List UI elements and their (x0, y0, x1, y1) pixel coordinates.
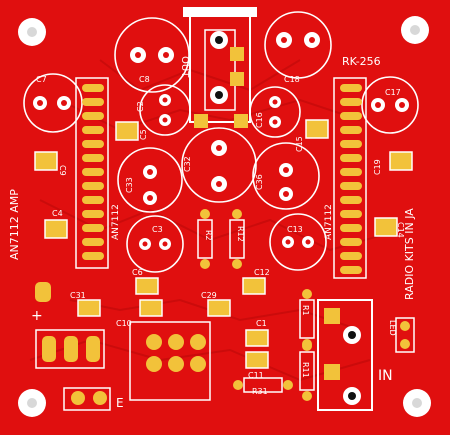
power-header (35, 329, 105, 369)
label-amp-title: AN7112 AMP (8, 189, 21, 260)
resistors (197, 219, 315, 393)
label-ic-right: AN7112 (324, 204, 334, 240)
designator-c11: C11 (248, 371, 264, 380)
film-caps (34, 119, 413, 369)
e-jumper (63, 387, 111, 411)
designator-c8: C8 (139, 75, 150, 84)
designator-r1: R1 (301, 305, 310, 316)
designator-c3: C3 (152, 225, 163, 234)
label-model: RK-256 (342, 55, 381, 68)
designator-c16: C16 (255, 112, 264, 128)
label-ic-left: AN7112 (111, 204, 121, 240)
designator-r2: R2 (204, 230, 213, 241)
led-footprint (395, 317, 415, 353)
resistor-pads (200, 209, 312, 401)
mounting-holes (18, 16, 431, 417)
svg-text:+: + (31, 308, 43, 324)
polarity-marker: + (31, 282, 51, 324)
designator-c29: C29 (201, 291, 217, 300)
designator-c15: C15 (295, 136, 304, 152)
label-in: IN (378, 368, 393, 384)
designator-r12: R12 (236, 226, 245, 242)
designator-c13: C13 (287, 225, 303, 234)
label-led: LED (388, 320, 397, 336)
electrolytic-pads (33, 32, 409, 250)
ic-right (333, 77, 367, 279)
input-jack (317, 299, 373, 411)
designator-c1: C1 (256, 319, 267, 328)
designator-c6: C6 (132, 268, 143, 277)
designator-c2: C2 (136, 101, 145, 112)
ic-left (75, 77, 109, 269)
vol-pot (129, 321, 211, 401)
designator-c10: C10 (116, 319, 132, 328)
designator-c32: C32 (183, 156, 192, 172)
designator-r11: R11 (301, 362, 310, 378)
designator-c36: C36 (255, 174, 264, 190)
silkscreen-text: RK-256 OUT IN LED AN7112 AMP RADIO KITS … (8, 55, 416, 410)
designator-c4: C4 (52, 209, 63, 218)
designator-c31: C31 (70, 291, 86, 300)
designator-c18: C18 (284, 75, 300, 84)
designator-c14: C14 (396, 222, 405, 238)
designator-c19: C19 (373, 159, 382, 175)
designator-c7: C7 (36, 75, 47, 84)
label-e: E (116, 396, 124, 410)
label-brand: RADIO KITS IN JA (403, 208, 416, 300)
designator-c17: C17 (385, 88, 401, 97)
ic-left-pins (82, 84, 104, 260)
ic-right-pins (340, 84, 362, 274)
designator-c33: C33 (125, 177, 134, 193)
designator-c9: C9 (58, 165, 67, 176)
label-out: OUT (179, 56, 190, 78)
designator-c5: C5 (139, 129, 148, 140)
designator-r31: R31 (252, 387, 268, 396)
out-connector (183, 7, 257, 128)
designator-c12: C12 (254, 268, 270, 277)
